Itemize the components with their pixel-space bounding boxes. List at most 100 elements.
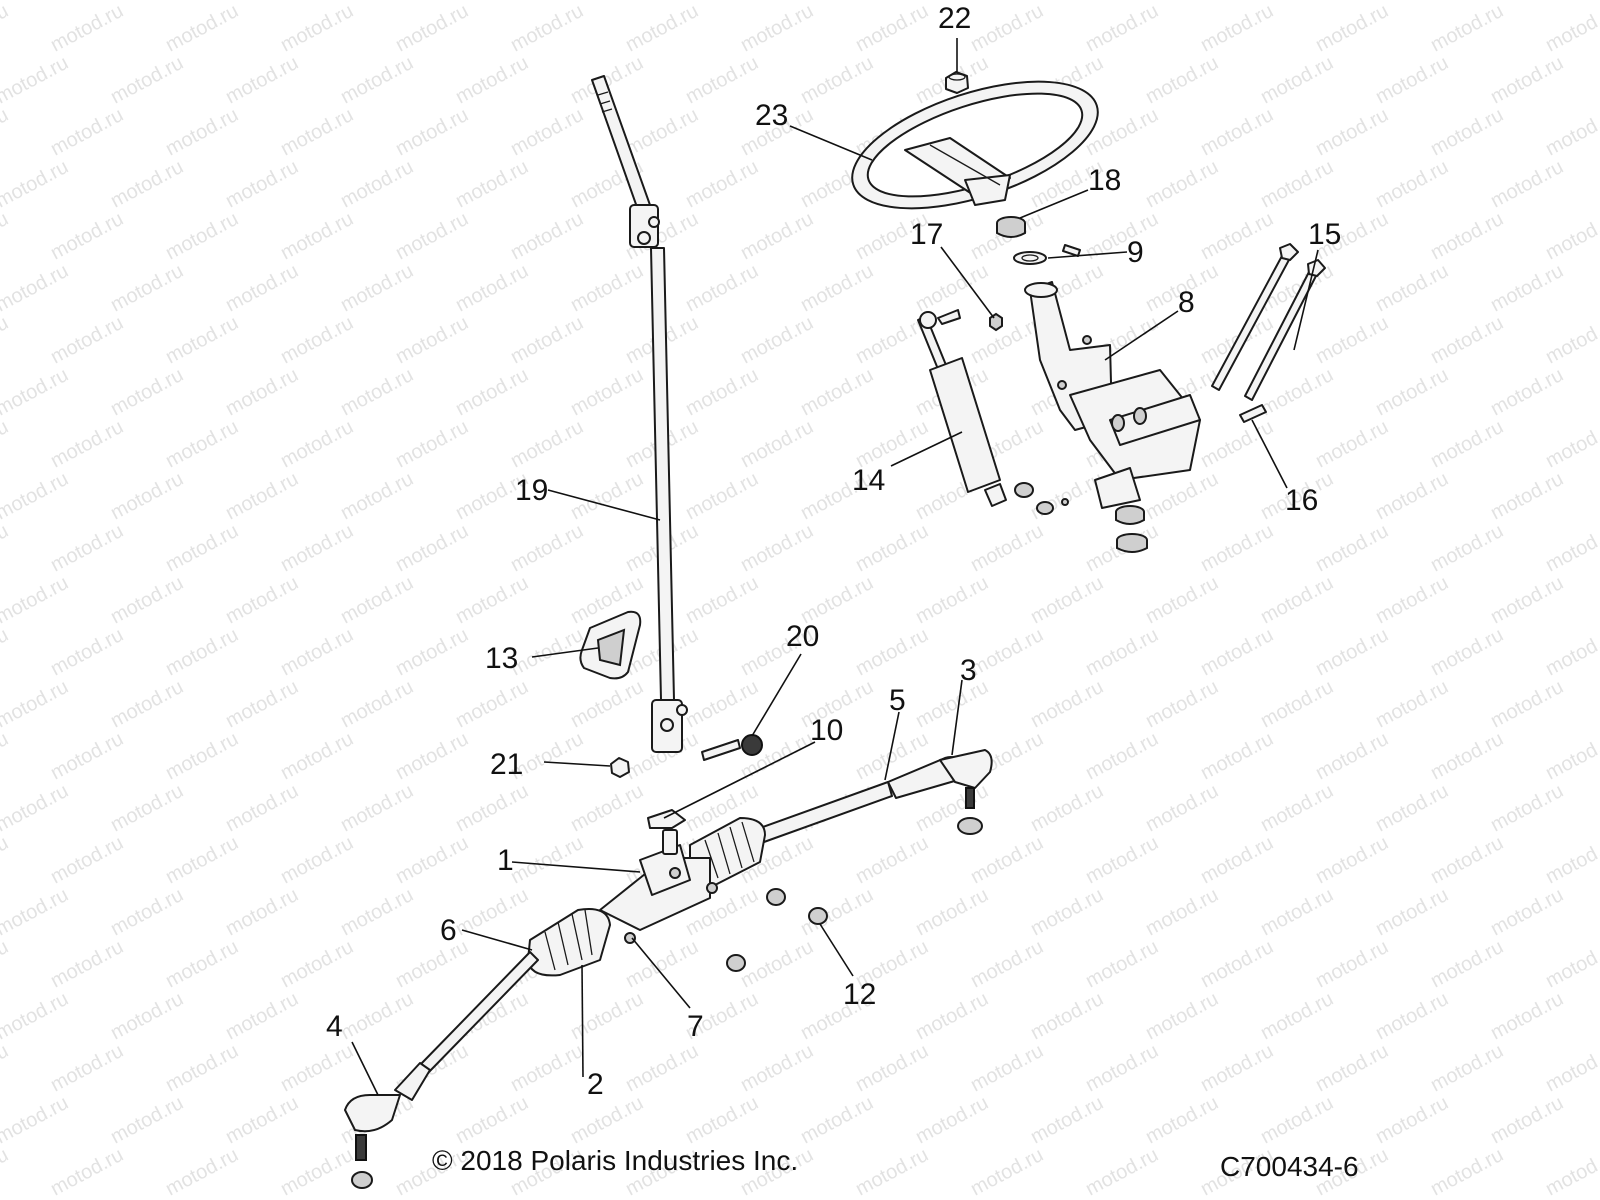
watermark-text: motod.ru (277, 312, 357, 368)
watermark-text: motod.ru (1257, 1092, 1337, 1148)
watermark-text: motod.ru (912, 572, 992, 628)
watermark-text: motod.ru (452, 676, 532, 732)
watermark-text: motod.ru (222, 884, 302, 940)
watermark-text: motod.ru (277, 936, 357, 992)
watermark-text: motod.ru (162, 1144, 242, 1200)
watermark-text: motod.ru (1372, 676, 1452, 732)
watermark-text: motod.ru (392, 520, 472, 576)
watermark-text: motod.ru (1257, 156, 1337, 212)
watermark-text: motod.ru (277, 728, 357, 784)
watermark-text: motod.ru (47, 520, 127, 576)
watermark-text: motod.ru (1312, 832, 1392, 888)
watermark-text: motod.ru (1312, 104, 1392, 160)
watermark-text: motod.ru (337, 884, 417, 940)
watermark-text: motod.ru (1257, 0, 1337, 4)
watermark-text: motod.ru (682, 156, 762, 212)
watermark-text: motod.ru (682, 52, 762, 108)
watermark-text: motod.ru (682, 1092, 762, 1148)
watermark-text: motod.ru (1487, 260, 1567, 316)
wheel-bushing (996, 216, 1026, 238)
callout-3: 3 (960, 654, 977, 687)
watermark-text: motod.ru (1427, 0, 1507, 56)
watermark-text: motod.ru (162, 832, 242, 888)
watermark-text: motod.ru (277, 832, 357, 888)
steering-column-bracket (1024, 281, 1201, 509)
leader-lines (351, 38, 1319, 1096)
watermark-text: motod.ru (1257, 988, 1337, 1044)
callout-5: 5 (889, 684, 906, 717)
watermark-text: motod.ru (1372, 1092, 1452, 1148)
callout-17: 17 (910, 218, 943, 251)
watermark-text: motod.ru (162, 208, 242, 264)
watermark-text: motod.ru (1257, 884, 1337, 940)
watermark-text: motod.ru (222, 676, 302, 732)
watermark-text: motod.ru (0, 0, 72, 4)
watermark-text: motod.ru (1312, 312, 1392, 368)
steering-wheel-nut (945, 71, 969, 94)
watermark-text: motod.ru (567, 676, 647, 732)
watermark-text: motod.ru (277, 104, 357, 160)
watermark-text: motod.ru (392, 728, 472, 784)
watermark-text: motod.ru (1197, 832, 1277, 888)
watermark-text: motod.ru (107, 1092, 187, 1148)
watermark-text: motod.ru (912, 988, 992, 1044)
watermark-text: motod.ru (1257, 364, 1337, 420)
watermark-text: motod.ru (392, 0, 472, 56)
watermark-text: motod.ru (277, 208, 357, 264)
watermark-text: motod.ru (737, 0, 817, 56)
watermark-text: motod.ru (1427, 936, 1507, 992)
watermark-text: motod.ru (162, 624, 242, 680)
column-boot (579, 610, 642, 680)
callout-8: 8 (1178, 286, 1195, 319)
watermark-text: motod.ru (107, 572, 187, 628)
watermark-text: motod.ru (1487, 1092, 1567, 1148)
watermark-text: motod.ru (1027, 468, 1107, 524)
watermark-text: motod.ru (507, 104, 587, 160)
watermark-text: motod.ru (47, 936, 127, 992)
watermark-text: motod.ru (1082, 832, 1162, 888)
watermark-text: motod.ru (1542, 312, 1600, 368)
watermark-text: motod.ru (507, 832, 587, 888)
watermark-text: motod.ru (107, 156, 187, 212)
watermark-text: motod.ru (1142, 988, 1222, 1044)
watermark-text: motod.ru (107, 364, 187, 420)
callout-10: 10 (810, 714, 843, 747)
watermark-text: motod.ru (1372, 572, 1452, 628)
watermark-text: motod.ru (622, 0, 702, 56)
watermark-text: motod.ru (47, 104, 127, 160)
watermark-text: motod.ru (1197, 0, 1277, 56)
watermark-text: motod.ru (337, 364, 417, 420)
watermark-text: motod.ru (277, 416, 357, 472)
watermark-text: motod.ru (797, 0, 877, 4)
callout-9: 9 (1127, 236, 1144, 269)
watermark-text: motod.ru (1142, 572, 1222, 628)
watermark-text: motod.ru (277, 1144, 357, 1200)
callout-2: 2 (587, 1068, 604, 1101)
watermark-text: motod.ru (0, 260, 72, 316)
watermark-text: motod.ru (1142, 52, 1222, 108)
watermark-text: motod.ru (1197, 624, 1277, 680)
watermark-text: motod.ru (107, 260, 187, 316)
watermark-text: motod.ru (622, 104, 702, 160)
watermark-text: motod.ru (1427, 416, 1507, 472)
watermark-text: motod.ru (737, 1040, 817, 1096)
watermark-text: motod.ru (222, 1092, 302, 1148)
watermark-text: motod.ru (392, 936, 472, 992)
watermark-text: motod.ru (1372, 52, 1452, 108)
watermark-text: motod.ru (47, 208, 127, 264)
watermark-text: motod.ru (1197, 1040, 1277, 1096)
callout-12: 12 (843, 978, 876, 1011)
watermark-text: motod.ru (107, 676, 187, 732)
watermark-text: motod.ru (1027, 1092, 1107, 1148)
mounting-nuts (726, 888, 828, 972)
watermark-text: motod.ru (1542, 0, 1600, 56)
watermark-text: motod.ru (107, 468, 187, 524)
watermark-text: motod.ru (0, 624, 12, 680)
watermark-text: motod.ru (392, 624, 472, 680)
watermark-text: motod.ru (162, 520, 242, 576)
watermark-text: motod.ru (1312, 520, 1392, 576)
watermark-text: motod.ru (1542, 520, 1600, 576)
watermark-text: motod.ru (567, 260, 647, 316)
watermark-text: motod.ru (47, 832, 127, 888)
watermark-text: motod.ru (1027, 676, 1107, 732)
